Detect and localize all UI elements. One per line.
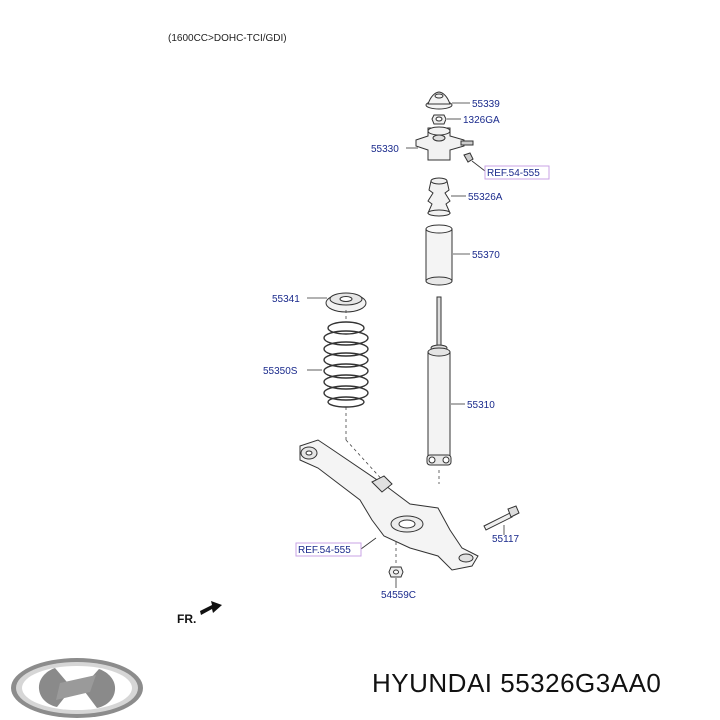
part-55117-bolt [483,505,520,531]
front-arrow-icon [200,601,222,615]
label-55339: 55339 [472,99,500,110]
label-54559C: 54559C [381,590,416,601]
part-55370-dust-cover [425,224,453,286]
front-direction-label: FR. [177,612,196,626]
label-55117: 55117 [492,534,520,545]
leader-ref-bottom [360,537,377,550]
part-55330-mount [415,126,474,163]
part-number: 55326G3AA0 [500,668,662,698]
label-55350S: 55350S [263,366,298,377]
label-55370: 55370 [472,250,500,261]
ref-bottom-highlight [295,542,362,557]
part-55341-spring-pad [325,292,367,313]
hyundai-logo [11,658,143,718]
engine-note: (1600CC>DOHC-TCI/GDI) [168,33,287,44]
part-number-caption: HYUNDAI 55326G3AA0 [372,668,661,699]
label-55326A: 55326A [468,192,503,203]
ref-top[interactable]: REF.54-555 [487,168,540,179]
part-lower-arm [299,439,479,571]
ref-bottom[interactable]: REF.54-555 [298,545,351,556]
part-55339-cap [425,91,453,110]
label-1326GA: 1326GA [463,115,500,126]
part-54559C-nut [388,566,404,578]
leader-ref-top [471,160,486,172]
brand-name: HYUNDAI [372,668,493,698]
ref-top-highlight [484,165,550,180]
part-55326A-bump-stop [427,177,451,217]
label-55341: 55341 [272,294,300,305]
part-55310-shock-absorber [426,296,452,466]
label-55330: 55330 [371,144,399,155]
label-55310: 55310 [467,400,495,411]
part-1326GA-nut [431,114,447,125]
part-55350S-coil-spring [323,321,369,408]
